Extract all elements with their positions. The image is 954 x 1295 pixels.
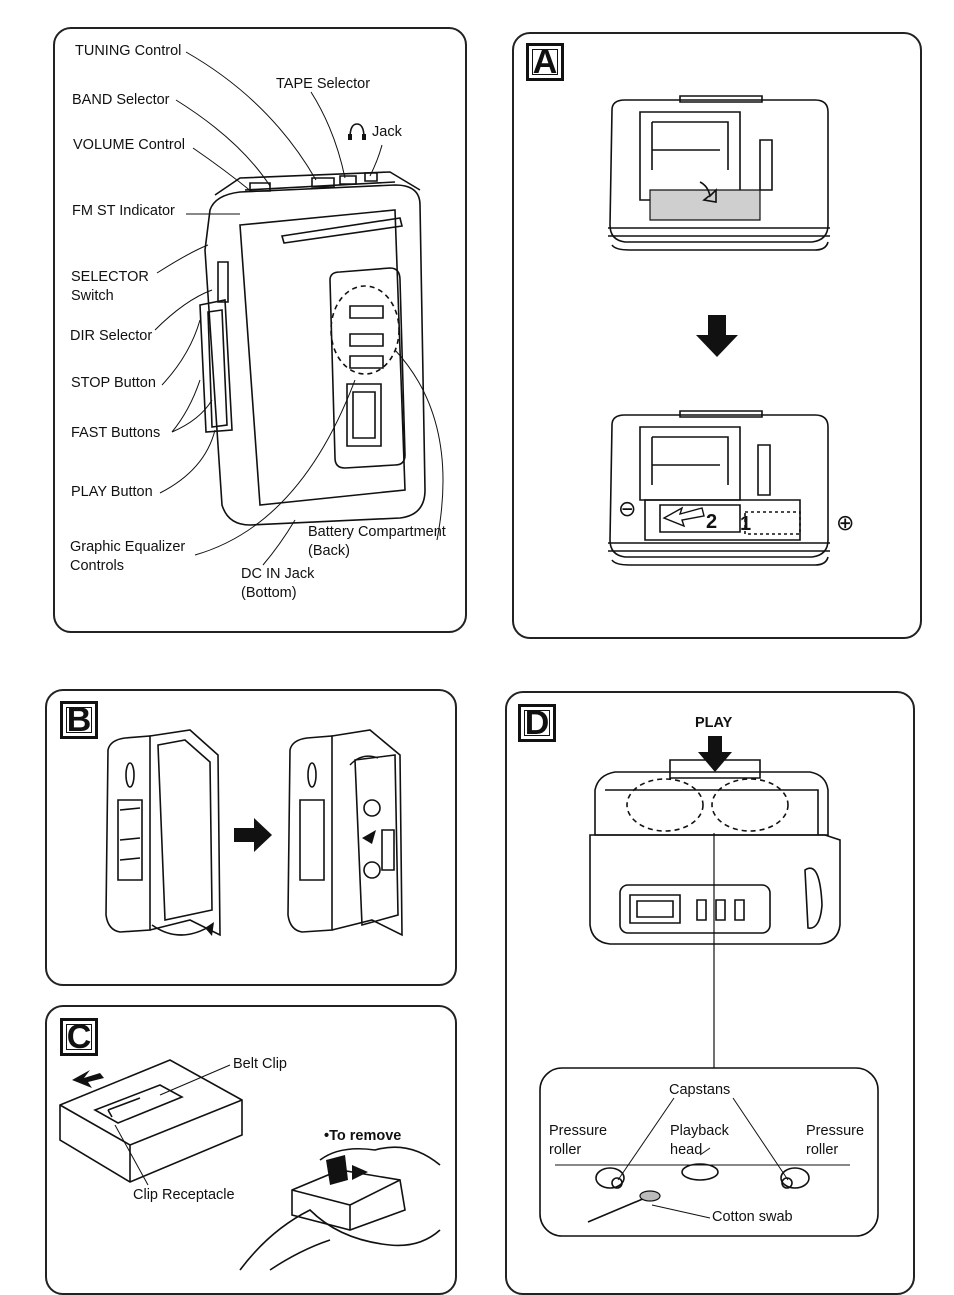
fast-buttons-label: FAST Buttons — [71, 425, 161, 441]
jack-label: Jack — [372, 124, 402, 140]
clip-receptacle-label: Clip Receptacle — [133, 1187, 235, 1203]
playback-head-label: Playback head — [670, 1123, 729, 1158]
panel-b-tag: B — [60, 701, 98, 739]
stop-button-label: STOP Button — [71, 375, 156, 391]
belt-clip-label: Belt Clip — [233, 1056, 287, 1072]
panel-a-tag: A — [526, 43, 564, 81]
capstans-label: Capstans — [669, 1082, 731, 1098]
graphic-equalizer-label: Graphic Equalizer Controls — [70, 539, 186, 574]
battery-2-number: 2 — [706, 511, 717, 533]
play-label: PLAY — [695, 715, 733, 731]
panel-d — [505, 691, 915, 1295]
pressure-roller-right-label: Pressure roller — [806, 1123, 865, 1158]
panel-c-tag: C — [60, 1018, 98, 1056]
band-selector-label: BAND Selector — [72, 92, 170, 108]
minus-terminal: ⊖ — [618, 497, 636, 522]
play-button-label: PLAY Button — [71, 484, 153, 500]
dir-selector-label: DIR Selector — [70, 328, 153, 344]
headphones-icon — [350, 124, 364, 138]
pressure-roller-left-label: Pressure roller — [549, 1123, 608, 1158]
controls-panel — [53, 27, 467, 633]
to-remove-label: •To remove — [324, 1128, 402, 1144]
panel-d-tag: D — [518, 704, 556, 742]
fm-st-indicator-label: FM ST Indicator — [72, 203, 175, 219]
panel-c — [45, 1005, 457, 1295]
battery-compartment-label: Battery Compartment (Back) — [308, 524, 446, 559]
selector-switch-label: SELECTOR Switch — [71, 269, 149, 304]
volume-control-label: VOLUME Control — [73, 137, 186, 153]
tuning-control-label: TUNING Control — [75, 43, 182, 59]
cotton-swab-label: Cotton swab — [712, 1209, 793, 1225]
plus-terminal: ⊕ — [836, 511, 854, 536]
tape-selector-label: TAPE Selector — [276, 76, 371, 92]
dc-in-jack-label: DC IN Jack (Bottom) — [241, 566, 315, 601]
battery-1-number: 1 — [740, 513, 751, 535]
